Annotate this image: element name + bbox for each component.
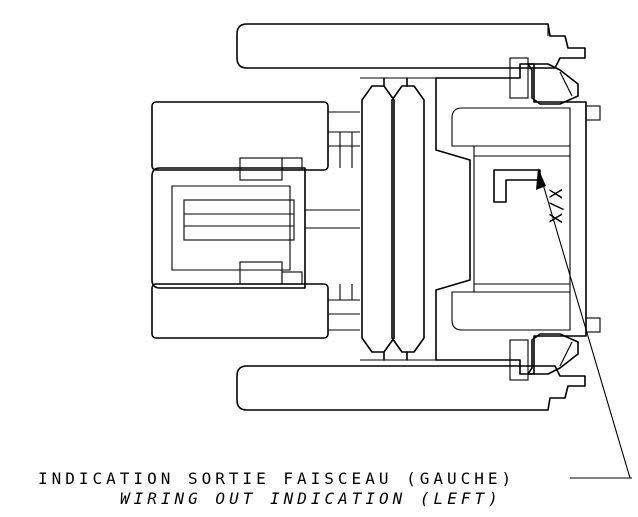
top-latch-arm — [236, 23, 586, 69]
marking-text: X/X — [547, 187, 567, 224]
top-right-latch — [509, 57, 601, 121]
rear-housing — [151, 101, 360, 339]
bottom-latch-arm — [236, 365, 586, 411]
label-french: INDICATION SORTIE FAISCEAU (GAUCHE) — [38, 469, 515, 488]
label-english: WIRING OUT INDICATION (LEFT) — [120, 489, 502, 508]
bottom-right-latch — [509, 317, 601, 381]
seal-flange — [360, 77, 436, 361]
